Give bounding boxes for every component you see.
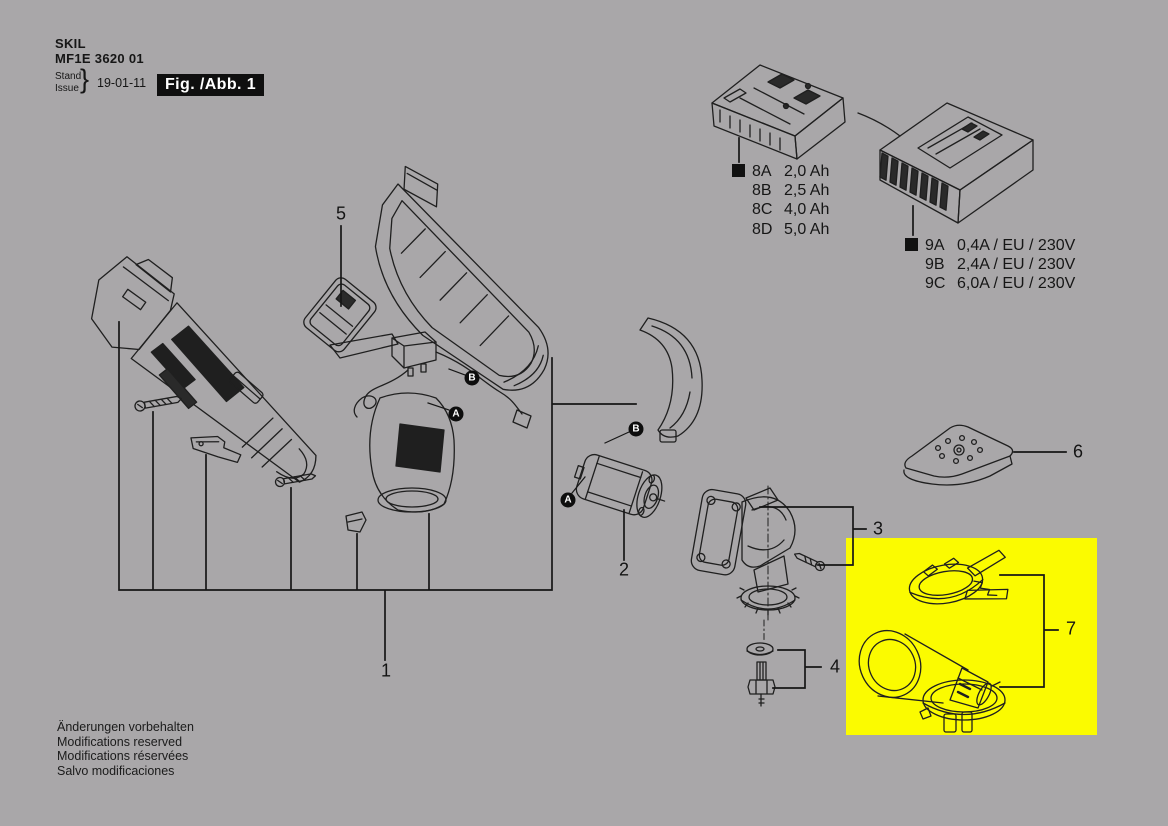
housing-half-drawing <box>374 165 549 391</box>
sanding-pad-drawing <box>903 424 1014 486</box>
battery-option-code: 8C <box>752 201 773 219</box>
leader-callout-a2 <box>571 476 586 494</box>
leader-callout-b2 <box>604 431 630 444</box>
charger-option-value: 6,0A / EU / 230V <box>957 275 1076 293</box>
washer-bolt-drawing <box>746 619 776 707</box>
callout-letter-b-2: B <box>628 421 644 437</box>
battery-option-code: 8B <box>752 181 772 199</box>
tool-body-drawing <box>90 256 317 483</box>
battery-option-code: 8D <box>752 220 773 238</box>
motor-drawing <box>573 453 666 518</box>
clamp-lever-drawing <box>908 549 1009 605</box>
charger-drawing <box>857 102 1034 224</box>
clip-drawing <box>190 435 242 463</box>
charger-option-row: 9A 0,4A / EU / 230V <box>925 236 1075 255</box>
battery-list-bullet <box>732 164 745 177</box>
callout-letter-a-2: A <box>560 492 576 508</box>
bracket-part4 <box>772 649 822 689</box>
figure-badge: Fig. /Abb. 1 <box>157 74 265 96</box>
charger-option-code: 9C <box>925 275 946 293</box>
leader-callout-a1 <box>427 402 450 411</box>
footer-line-fr: Modifications réservées <box>57 749 189 763</box>
callout-letter-b-1: B <box>464 370 480 386</box>
callout-number-2: 2 <box>618 559 630 580</box>
leader-callout-b1 <box>448 368 466 376</box>
footer-line-en: Modifications reserved <box>57 734 183 749</box>
model-number: MF1E 3620 01 <box>55 51 144 66</box>
battery-option-value: 5,0 Ah <box>784 220 830 238</box>
charger-options-list: 9A 0,4A / EU / 230V 9B 2,4A / EU / 230V … <box>925 236 1075 294</box>
screw-drawing-2 <box>274 473 317 488</box>
battery-options-list: 8A 2,0 Ah 8B 2,5 Ah 8C 4,0 Ah 8D 5,0 Ah <box>752 162 829 239</box>
charger-option-value: 2,4A / EU / 230V <box>957 255 1076 273</box>
brand-text: SKIL <box>55 36 86 51</box>
charger-option-value: 0,4A / EU / 230V <box>957 236 1076 254</box>
battery-option-value: 2,0 Ah <box>784 162 830 180</box>
callout-number-6: 6 <box>1072 441 1084 462</box>
clamp-ring-drawing <box>919 679 1006 733</box>
battery-option-code: 8A <box>752 162 772 180</box>
battery-pack-drawing <box>711 64 846 160</box>
charger-option-code: 9A <box>925 236 945 254</box>
charger-option-row: 9B 2,4A / EU / 230V <box>925 255 1075 274</box>
issue-date: 19-01-11 <box>97 76 147 90</box>
bracket-part3 <box>759 506 867 566</box>
screw-drawing-1 <box>134 395 183 412</box>
charger-option-code: 9B <box>925 255 945 273</box>
switch-wiring-drawing <box>329 331 532 429</box>
battery-option-row: 8D 5,0 Ah <box>752 220 829 239</box>
screw-drawing-3 <box>793 552 826 572</box>
charger-option-row: 9C 6,0A / EU / 230V <box>925 275 1075 294</box>
callout-number-7: 7 <box>1065 618 1077 639</box>
callout-number-4: 4 <box>829 656 841 677</box>
rear-cover-drawing <box>639 317 703 443</box>
bracket-part1 <box>118 321 637 661</box>
battery-option-value: 4,0 Ah <box>784 201 830 219</box>
stand-label: Stand <box>55 71 82 82</box>
callout-letter-a-1: A <box>448 406 464 422</box>
highlight-region-part7 <box>846 538 1097 735</box>
battery-option-row: 8C 4,0 Ah <box>752 201 829 220</box>
callout-number-1: 1 <box>380 660 392 681</box>
bumper-drawing <box>345 511 367 533</box>
battery-option-row: 8A 2,0 Ah <box>752 162 829 181</box>
charger-list-bullet <box>905 238 918 251</box>
battery-option-value: 2,5 Ah <box>784 181 830 199</box>
footer-line-es: Salvo modificaciones <box>57 763 175 778</box>
grip-cover-drawing <box>369 392 455 513</box>
bracket-part7 <box>999 574 1059 688</box>
footer-line-de: Änderungen vorbehalten <box>57 720 194 734</box>
gearbox-drawing <box>690 485 800 621</box>
issue-label: Issue <box>55 83 79 94</box>
stand-issue-brace: } <box>80 64 90 94</box>
battery-option-row: 8B 2,5 Ah <box>752 181 829 200</box>
callout-number-5: 5 <box>335 203 347 224</box>
footer-notice: Änderungen vorbehalten Modifications res… <box>57 720 194 778</box>
callout-number-3: 3 <box>872 518 884 539</box>
